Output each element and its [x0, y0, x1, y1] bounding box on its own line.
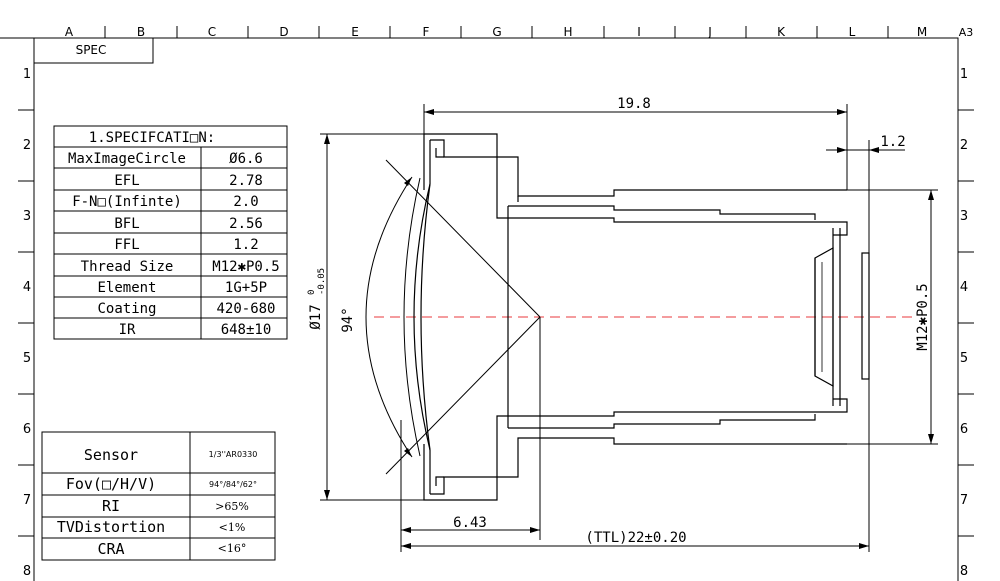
spec-value: 420-680 — [216, 301, 275, 317]
spec-label: MaxImageCircle — [68, 151, 186, 167]
zone-letter: C — [208, 25, 216, 39]
dim-overall-length: 19.8 — [617, 96, 651, 112]
dim-front-length: 6.43 — [453, 515, 487, 531]
dim-thread: M12✱P0.5 — [915, 283, 931, 350]
spec-value: 1G+5P — [225, 280, 267, 296]
spec-tab-label: SPEC — [76, 43, 107, 57]
spec-label: Thread Size — [81, 259, 174, 275]
sensor-label: Fov(□/H/V) — [66, 475, 156, 493]
zone-letter: K — [777, 25, 786, 39]
zone-number: 7 — [960, 493, 968, 508]
drawing-frame — [0, 37, 959, 581]
zone-letter: L — [849, 25, 856, 39]
spec-label: FFL — [114, 237, 139, 253]
fov-arc — [365, 176, 413, 458]
spec-label: EFL — [114, 173, 139, 189]
sensor-value: <1% — [219, 521, 246, 534]
lens-section-view — [365, 133, 912, 501]
dim-diameter-tol-upper: 0 — [307, 290, 317, 295]
zone-number: 1 — [960, 67, 968, 82]
dim-diameter: Ø17 — [308, 304, 324, 329]
sensor-value: 94°/84°/62° — [209, 480, 257, 489]
spec-value: 2.0 — [233, 194, 258, 210]
zone-number: 8 — [23, 564, 31, 579]
zone-letter: G — [492, 25, 501, 39]
spec-tab: SPEC — [34, 38, 154, 64]
zone-number: 7 — [23, 493, 31, 508]
sensor-table: Sensor 1/3''AR0330 Fov(□/H/V) 94°/84°/62… — [41, 431, 276, 561]
zone-letter: D — [279, 25, 288, 39]
spec-value: Ø6.6 — [229, 151, 263, 167]
spec-table: 1.SPECIFCATI□N: MaxImageCircle Ø6.6 EFL … — [53, 125, 288, 340]
top-zone-letters: A B C D E F G H I J K L M A3 — [65, 25, 973, 39]
sensor-label: CRA — [97, 540, 124, 558]
fov-ray-upper — [385, 159, 541, 318]
sensor-cover-glass — [861, 252, 870, 380]
sheet-size-label: A3 — [959, 26, 974, 39]
sensor-label: TVDistortion — [57, 518, 165, 536]
zone-number: 2 — [960, 138, 968, 153]
zone-number: 1 — [23, 67, 31, 82]
barrel-outline-bottom — [423, 398, 848, 501]
sensor-value: >65% — [215, 500, 249, 513]
barrel-outline-top — [423, 133, 848, 236]
dim-diameter-tol-lower: -0.05 — [317, 268, 327, 295]
dimension-labels: 19.8 1.2 6.43 (TTL)22±0.20 Ø17 0 -0.05 9… — [307, 96, 931, 546]
spec-value: 648±10 — [221, 322, 272, 338]
spec-table-title: 1.SPECIFCATI□N: — [89, 130, 215, 146]
zone-letter: I — [637, 25, 641, 39]
zone-letter: F — [423, 25, 430, 39]
zone-letter: E — [351, 25, 359, 39]
spec-label: BFL — [114, 216, 139, 232]
dim-ttl: (TTL)22±0.20 — [585, 530, 686, 546]
sensor-label: Sensor — [84, 446, 138, 464]
zone-letter: M — [917, 25, 927, 39]
dimension-lines — [320, 104, 938, 552]
zone-number: 4 — [960, 280, 968, 295]
fov-ray-lower — [385, 316, 541, 475]
zone-number: 2 — [23, 138, 31, 153]
front-element-back — [420, 183, 431, 451]
front-element-front — [413, 183, 431, 451]
zone-number: 3 — [960, 209, 968, 224]
dim-fov-angle: 94° — [340, 307, 356, 332]
spec-label: IR — [119, 322, 136, 338]
zone-number: 4 — [23, 280, 31, 295]
dim-ffl: 1.2 — [880, 134, 905, 150]
zone-number: 8 — [960, 564, 968, 579]
zone-number: 6 — [23, 422, 31, 437]
sensor-value: 1/3''AR0330 — [209, 450, 258, 459]
zone-number: 6 — [960, 422, 968, 437]
zone-letter: A — [65, 25, 74, 39]
side-zone-numbers: 1 2 3 4 5 6 7 8 1 2 3 4 5 6 7 8 — [23, 67, 968, 579]
spec-value: M12✱P0.5 — [212, 259, 279, 275]
zone-letter: B — [137, 25, 145, 39]
spec-label: Coating — [97, 301, 156, 317]
spec-value: 1.2 — [233, 237, 258, 253]
spec-value: 2.78 — [229, 173, 263, 189]
sensor-value: <16° — [218, 542, 247, 555]
spec-label: Element — [97, 280, 156, 296]
zone-number: 3 — [23, 209, 31, 224]
zone-number: 5 — [960, 351, 968, 366]
zone-letter: H — [563, 25, 572, 39]
zone-letter: J — [707, 25, 712, 39]
sensor-label: RI — [102, 497, 120, 515]
zone-number: 5 — [23, 351, 31, 366]
spec-label: F-N□(Infinte) — [72, 194, 182, 210]
spec-value: 2.56 — [229, 216, 263, 232]
